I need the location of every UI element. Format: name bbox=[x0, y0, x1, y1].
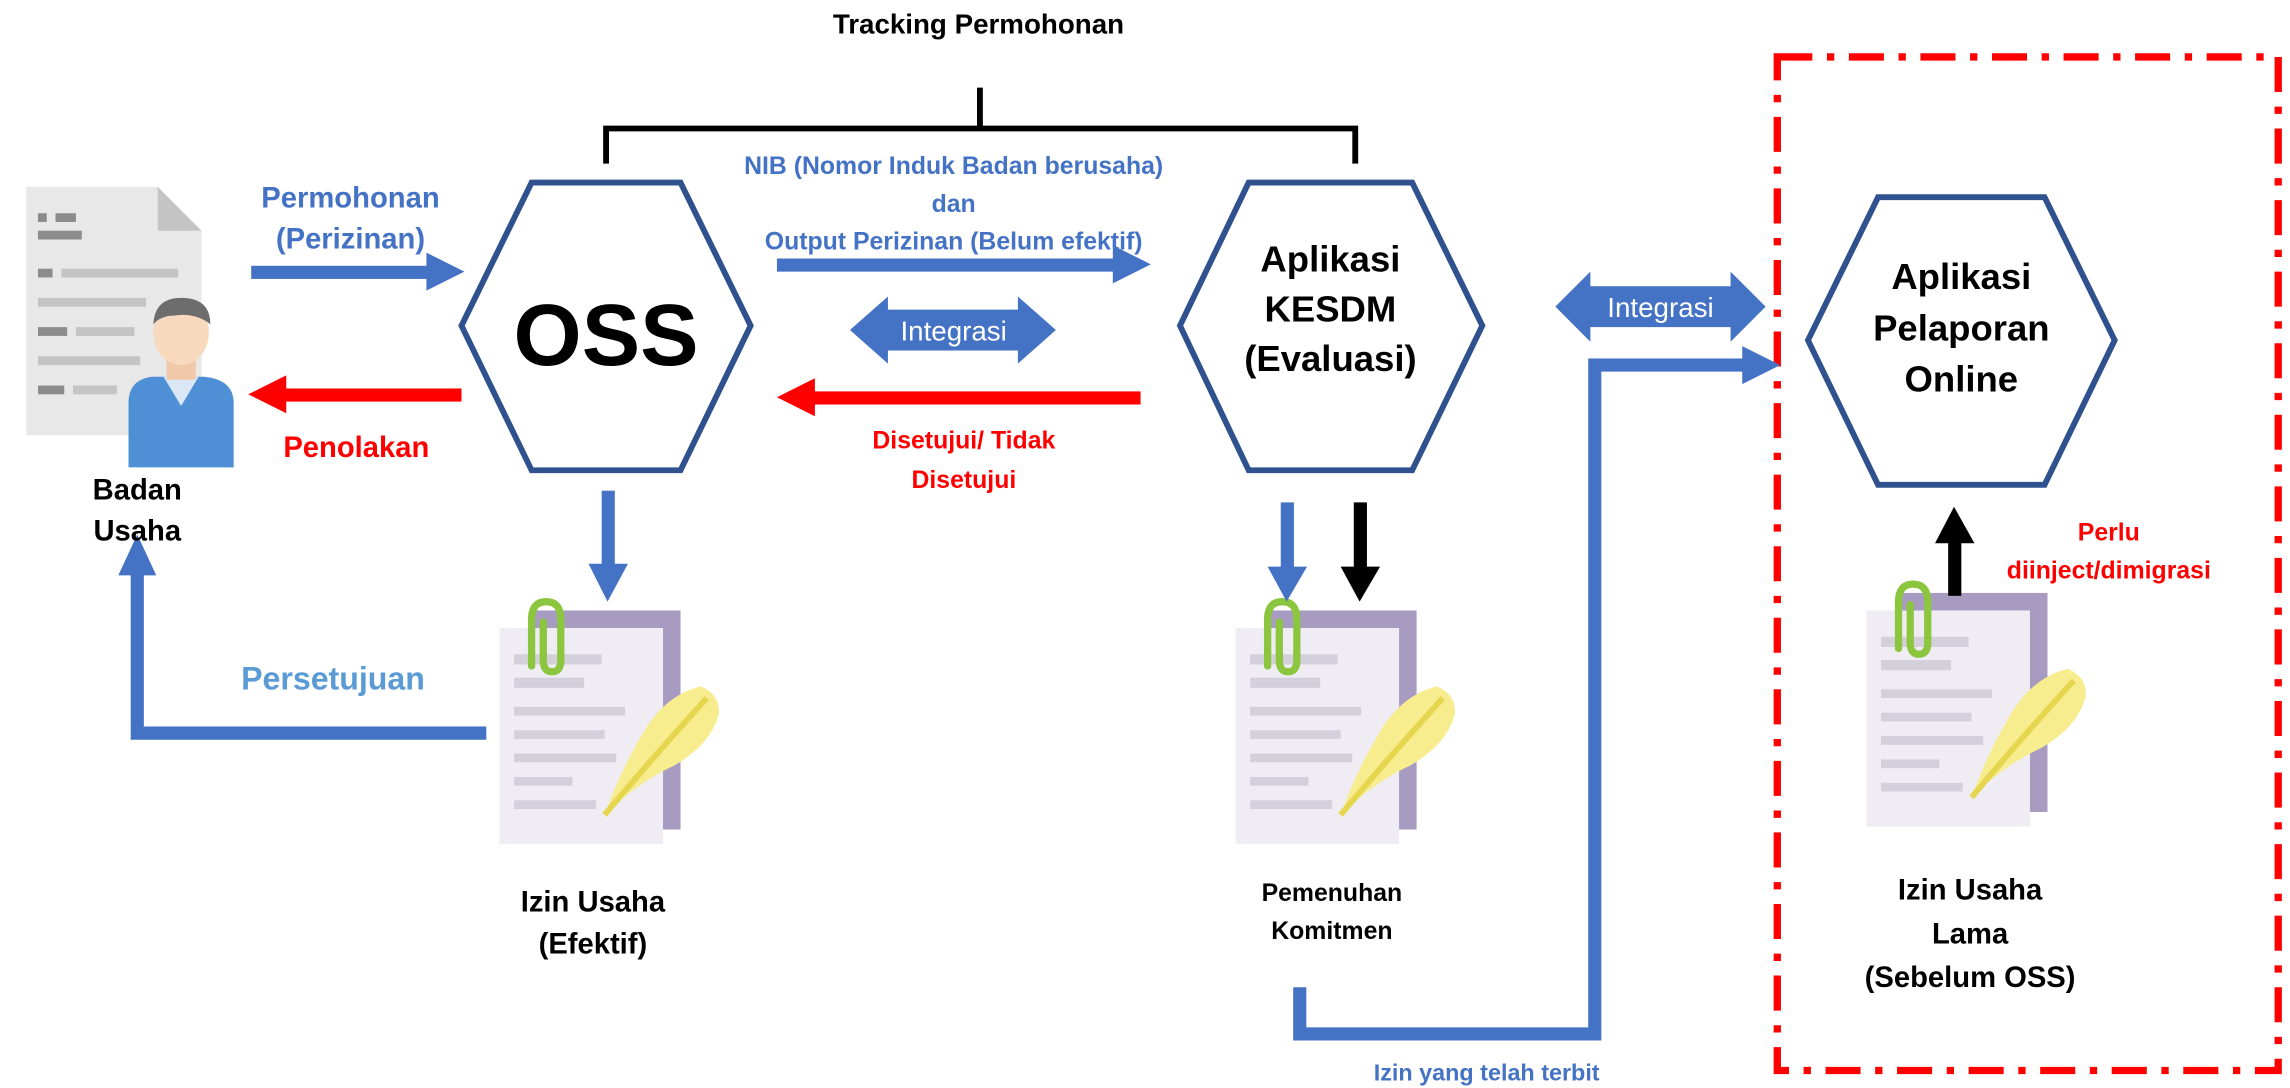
izin-efektif-label-line1: Izin Usaha bbox=[521, 886, 666, 918]
izin-terbit-label: Izin yang telah terbit bbox=[1374, 1060, 1600, 1086]
migrasi-label-line2: diinject/dimigrasi bbox=[2007, 557, 2211, 584]
kesdm-to-pemenuhan-blue-arrow bbox=[1267, 502, 1308, 602]
tracking-bracket bbox=[603, 87, 1359, 164]
legacy-boundary bbox=[1773, 53, 2282, 1075]
oss-to-izin-arrow bbox=[588, 490, 628, 602]
persetujuan-arrow bbox=[118, 534, 487, 740]
integrasi-label-1: Integrasi bbox=[900, 315, 1006, 346]
nib-output-arrow bbox=[776, 245, 1151, 284]
badan-usaha-label-line1: Badan bbox=[93, 474, 182, 506]
pemenuhan-komitmen-document-icon bbox=[1235, 602, 1454, 844]
disetujui-label-line2: Disetujui bbox=[911, 467, 1016, 494]
pelaporan-node bbox=[1804, 194, 2118, 488]
penolakan-arrow bbox=[248, 375, 462, 414]
disetujui-label-line1: Disetujui/ Tidak bbox=[872, 427, 1055, 454]
pelaporan-label-line3: Online bbox=[1905, 358, 2019, 399]
izin-efektif-document-icon bbox=[499, 602, 718, 844]
permohonan-arrow bbox=[251, 252, 465, 291]
pemenuhan-label-line1: Pemenuhan bbox=[1262, 880, 1403, 907]
badan-usaha-icon bbox=[26, 186, 234, 468]
pelaporan-label-line1: Aplikasi bbox=[1891, 256, 2031, 297]
izin-lama-label-line2: Lama bbox=[1932, 918, 2009, 950]
persetujuan-label: Persetujuan bbox=[241, 660, 425, 696]
migration-arrow bbox=[1935, 506, 1975, 596]
oss-label: OSS bbox=[514, 286, 699, 384]
kesdm-label-line2: KESDM bbox=[1265, 288, 1397, 329]
penolakan-label: Penolakan bbox=[283, 432, 429, 464]
permohonan-label-line1: Permohonan bbox=[261, 182, 439, 214]
nib-label-line1: NIB (Nomor Induk Badan berusaha) bbox=[744, 153, 1163, 180]
integrasi-arrow-oss-kesdm[interactable] bbox=[849, 296, 1056, 364]
kesdm-node bbox=[1176, 179, 1486, 474]
integrasi-label-2: Integrasi bbox=[1607, 292, 1713, 323]
kesdm-label-line3: (Evaluasi) bbox=[1244, 338, 1416, 379]
migrasi-label-line1: Perlu bbox=[2078, 519, 2140, 546]
izin-lama-label-line1: Izin Usaha bbox=[1898, 875, 2043, 907]
kesdm-to-pemenuhan-black-arrow bbox=[1340, 502, 1381, 602]
pemenuhan-label-line2: Komitmen bbox=[1271, 918, 1392, 945]
diagram-title: Tracking Permohonan bbox=[833, 9, 1124, 40]
integrasi-arrow-kesdm-pelaporan[interactable] bbox=[1555, 271, 1766, 342]
disetujui-arrow bbox=[776, 378, 1141, 417]
izin-efektif-label-line2: (Efektif) bbox=[539, 929, 648, 961]
oss-node bbox=[458, 179, 754, 474]
izin-terbit-arrow bbox=[1293, 346, 1781, 1041]
permohonan-label-line2: (Perizinan) bbox=[276, 223, 425, 255]
nib-label-line3: Output Perizinan (Belum efektif) bbox=[765, 229, 1143, 256]
izin-lama-label-line3: (Sebelum OSS) bbox=[1865, 962, 2076, 994]
kesdm-label-line1: Aplikasi bbox=[1260, 239, 1400, 280]
badan-usaha-label-line2: Usaha bbox=[93, 515, 181, 547]
nib-label-line2: dan bbox=[932, 191, 976, 218]
izin-lama-document-icon bbox=[1866, 584, 2085, 826]
pelaporan-label-line2: Pelaporan bbox=[1873, 307, 2049, 348]
